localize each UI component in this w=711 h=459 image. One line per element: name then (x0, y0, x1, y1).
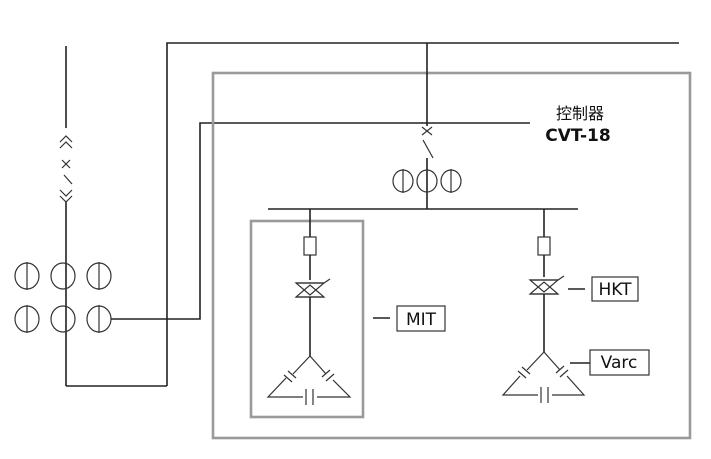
hkt-label: HKT (599, 280, 633, 300)
mit-module-box (249, 219, 365, 419)
mit-label-box (396, 305, 446, 332)
controller-title: 控制器 (556, 104, 604, 123)
fuse-icon (537, 236, 551, 256)
hkt-branch: HKT Varc (501, 209, 650, 403)
varc-label-box (589, 349, 650, 376)
controller-model: CVT-18 (545, 126, 610, 146)
hkt-label-box (591, 276, 639, 302)
fuse-icon (303, 236, 317, 256)
main-feeder (59, 46, 167, 387)
mit-label: MIT (406, 310, 437, 330)
thyristor-icon (528, 275, 565, 295)
cabinet-enclosure (211, 71, 692, 440)
thyristor-icon (294, 278, 331, 298)
capacitor-bank-icon (266, 355, 352, 405)
mit-branch: MIT (249, 209, 446, 419)
varc-label: Varc (601, 353, 638, 373)
current-transformers (14, 262, 112, 333)
incoming-branch (392, 43, 462, 209)
capacitor-bank-icon (501, 351, 586, 403)
signal-wires (111, 42, 679, 386)
